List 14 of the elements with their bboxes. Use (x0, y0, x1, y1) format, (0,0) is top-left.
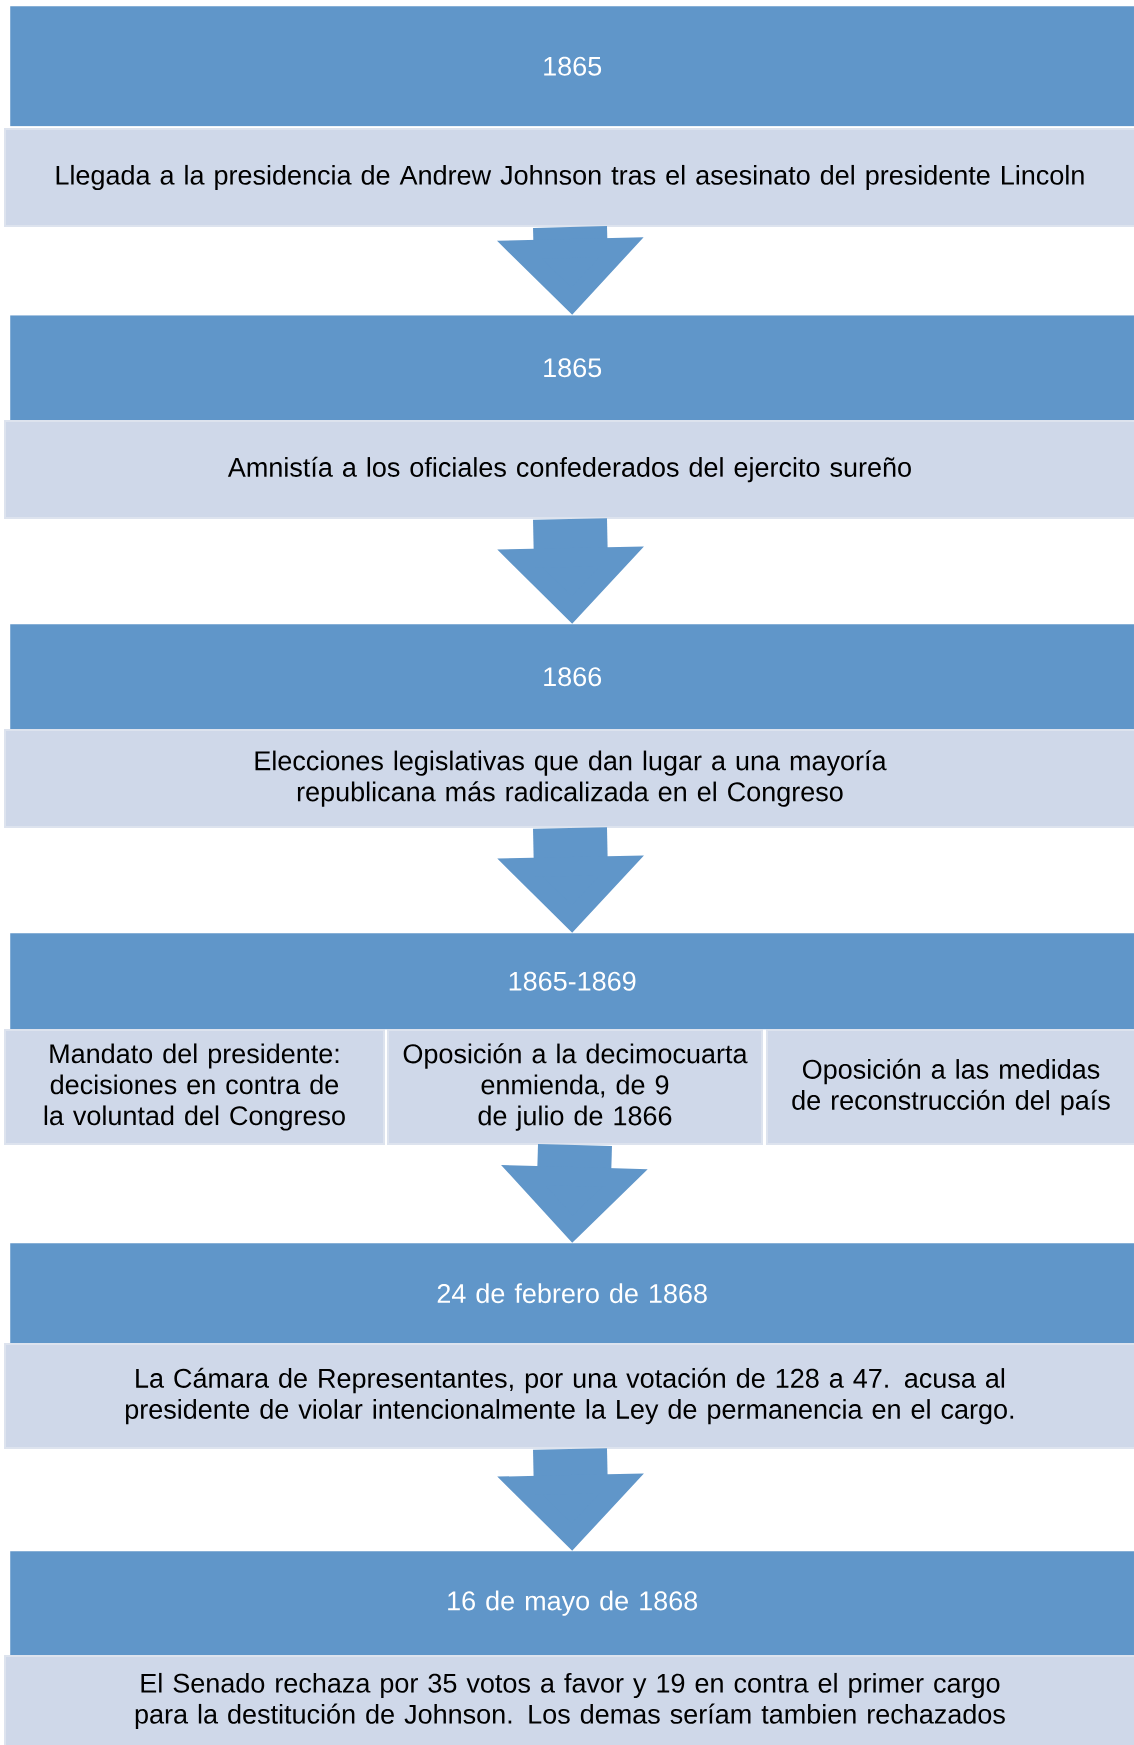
year-band: 1866 (10, 624, 1134, 730)
year-band: 1865 (10, 6, 1134, 127)
event-box: Oposición a la decimocuarta enmienda, de 9 de julio de 1866 (387, 1029, 763, 1145)
event-box: Mandato del presidente: decisiones en contra de la voluntad del Congreso (4, 1029, 385, 1145)
event-box: Amnistía a los oficiales confederados del ejercito sureño (4, 420, 1134, 519)
event-box: Oposición a las medidas de reconstrucción del país (766, 1029, 1134, 1145)
year-band: 16 de mayo de 1868 (10, 1551, 1134, 1656)
event-box: Elecciones legislativas que dan lugar a una mayoría republicana más radicalizada en el Congreso (4, 729, 1134, 828)
year-band: 1865 (10, 315, 1134, 421)
event-box: La Cámara de Representantes, por una votación de 128 a 47. acusa al presidente de violar intencionalmente la Ley de permanencia en el cargo. (4, 1343, 1134, 1449)
event-box: Llegada a la presidencia de Andrew Johnson tras el asesinato del presidente Lincoln (4, 128, 1134, 227)
year-band: 24 de febrero de 1868 (10, 1243, 1134, 1344)
event-box: El Senado rechaza por 35 votos a favor y 19 en contra el primer cargo para la destitución de Johnson. Los demas seríam tambien rechazados (4, 1655, 1134, 1745)
year-band: 1865-1869 (10, 933, 1134, 1030)
